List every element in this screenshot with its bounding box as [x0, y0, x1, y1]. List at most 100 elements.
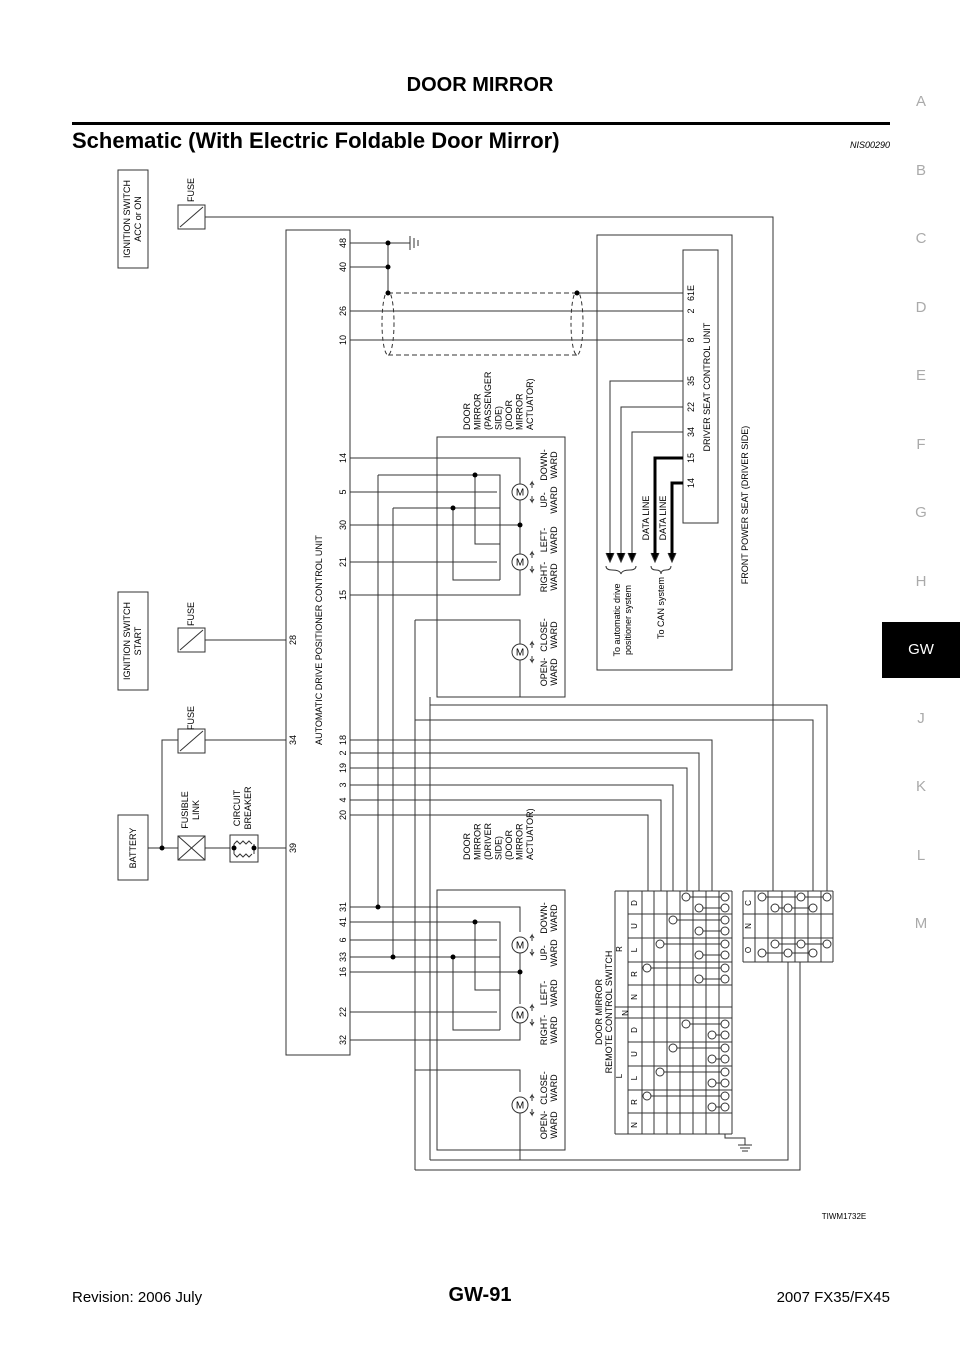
direction-label: LEFT- [539, 528, 549, 553]
tab-gw[interactable]: GW [882, 622, 960, 678]
driver-mirror-label: SIDE) [494, 836, 504, 860]
switch-contact-icon [642, 1091, 652, 1101]
switch-row-label: L [630, 1075, 639, 1080]
tab-a[interactable]: A [915, 93, 926, 110]
switch-contact-icon [707, 1102, 717, 1112]
tab-f[interactable]: F [916, 435, 926, 453]
switch-contact-icon [822, 892, 832, 902]
motor-icon [511, 1096, 529, 1114]
tab-m[interactable]: M [914, 915, 928, 932]
pin-label: 18 [338, 735, 348, 745]
data-line-label: DATA LINE [641, 496, 651, 541]
passenger-mirror-box [436, 436, 566, 698]
direction-arrow-icon [529, 1093, 535, 1117]
passenger-mirror-label: (DOOR [504, 400, 514, 430]
circuit-breaker-label: CIRCUIT [232, 789, 242, 826]
junction-dot [450, 954, 456, 960]
tab-h[interactable]: H [915, 572, 927, 590]
junction-dot [159, 845, 165, 851]
pin-label: 6 [338, 937, 348, 942]
passenger-mirror-label: MIRROR [515, 393, 525, 430]
junction-dot [390, 954, 396, 960]
direction-label: WARD [549, 979, 559, 1007]
pin-label: 31 [338, 902, 348, 912]
switch-contact-icon [808, 948, 818, 958]
direction-arrow-icon [529, 480, 535, 504]
switch-group-label: L [615, 1073, 624, 1078]
direction-label: CLOSE- [539, 1071, 549, 1105]
junction-dot [450, 505, 456, 511]
direction-label: WARD [549, 904, 559, 932]
fuse-label: FUSE [186, 602, 196, 626]
pin-label: 39 [288, 843, 298, 853]
direction-arrow-icon [529, 933, 535, 957]
figure-id: TIWM1732E [822, 1212, 866, 1221]
front-power-seat-label: FRONT POWER SEAT (DRIVER SIDE) [740, 426, 750, 585]
direction-label: CLOSE- [539, 618, 549, 652]
pin-label: 41 [338, 917, 348, 927]
control-unit-label: AUTOMATIC DRIVE POSITIONER CONTROL UNIT [314, 535, 324, 745]
junction-dot [517, 969, 523, 975]
direction-label: RIGHT- [539, 562, 549, 593]
switch-contact-icon [720, 892, 730, 902]
tab-l[interactable]: L [916, 846, 926, 864]
switch-contact-icon [720, 974, 730, 984]
seat-pin-label: 61E [686, 285, 696, 301]
junction-dots [159, 240, 580, 975]
switch-contact-icon [720, 939, 730, 949]
tab-c[interactable]: C [915, 230, 927, 247]
pin-label: 40 [338, 262, 348, 272]
tab-j[interactable]: J [917, 709, 925, 727]
passenger-mirror-label: (PASSENGER [483, 371, 493, 430]
wires [117, 169, 834, 1171]
switch-row-label: L [630, 947, 639, 952]
tab-b[interactable]: B [915, 161, 926, 179]
motor-icon [511, 553, 529, 571]
motor-symbol: M [516, 1101, 524, 1112]
seat-pin-label: 14 [686, 478, 696, 488]
ignition-acc-box [117, 169, 149, 269]
switch2-row-label: N [744, 923, 753, 929]
pin-label: 21 [338, 557, 348, 567]
switch-contact-icon [694, 974, 704, 984]
direction-label: OPEN- [539, 1111, 549, 1140]
direction-label: UP- [539, 492, 549, 508]
switch-contact-icon [642, 963, 652, 973]
pin-label: 3 [338, 782, 348, 787]
pin-label: 33 [338, 952, 348, 962]
driver-mirror-label: (DOOR [504, 830, 514, 860]
tab-d[interactable]: D [915, 298, 927, 316]
passenger-mirror-label: MIRROR [473, 393, 483, 430]
junction-dot [385, 264, 391, 270]
direction-label: WARD [549, 526, 559, 554]
pin-label: 20 [338, 810, 348, 820]
switch-row-label: D [630, 900, 639, 906]
switch-group-label: R [615, 946, 624, 952]
pin-label: 16 [338, 967, 348, 977]
tab-g[interactable]: G [915, 504, 927, 521]
motor-icon [511, 936, 529, 954]
fusible-link-label: LINK [191, 800, 201, 820]
motor-symbol: M [516, 488, 524, 499]
junction-dot [231, 845, 237, 851]
ignition-start-label: IGNITION SWITCH [122, 602, 132, 680]
pin-label: 34 [288, 735, 298, 745]
tab-k[interactable]: K [915, 778, 926, 795]
direction-label: WARD [549, 1016, 559, 1044]
tab-e[interactable]: E [915, 367, 926, 384]
junction-dot [385, 240, 391, 246]
pin-label: 28 [288, 635, 298, 645]
switch-contact-icon [655, 1067, 665, 1077]
driver-mirror-label: MIRROR [515, 823, 525, 860]
junction-dot [472, 919, 478, 925]
control-unit-box [285, 229, 351, 1056]
switch-group-label: N [621, 1010, 630, 1016]
switch-contact-icon [720, 1043, 730, 1053]
switch-contact-icon [720, 950, 730, 960]
direction-label: DOWN- [539, 449, 549, 481]
seat-control-unit-box [682, 249, 719, 524]
direction-label: WARD [549, 563, 559, 591]
direction-arrow-icon [529, 640, 535, 664]
data-line-label: DATA LINE [658, 496, 668, 541]
